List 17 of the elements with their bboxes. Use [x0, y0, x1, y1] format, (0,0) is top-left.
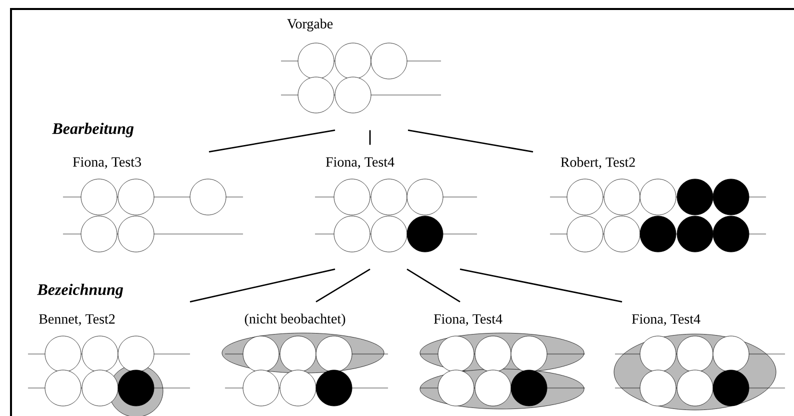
- connector-line: [190, 268, 336, 302]
- node-label: (nicht beobachtet): [244, 314, 346, 326]
- node-label: Fiona, Test3: [72, 157, 141, 169]
- section-heading: Bezeichnung: [37, 284, 124, 298]
- connector-line: [369, 130, 371, 145]
- connector-line: [316, 268, 370, 302]
- connector-line: [408, 130, 534, 152]
- connector-line: [406, 268, 460, 302]
- node-label: Robert, Test2: [560, 157, 635, 169]
- node-label: Fiona, Test4: [326, 157, 394, 169]
- connector-line: [460, 268, 622, 302]
- node-label: Fiona, Test4: [434, 314, 502, 326]
- node-label: Vorgabe: [287, 18, 333, 32]
- node-label: Fiona, Test4: [632, 314, 700, 326]
- node-label: Bennet, Test2: [39, 314, 115, 326]
- section-heading: Bearbeitung: [52, 122, 134, 138]
- connector-line: [208, 130, 336, 152]
